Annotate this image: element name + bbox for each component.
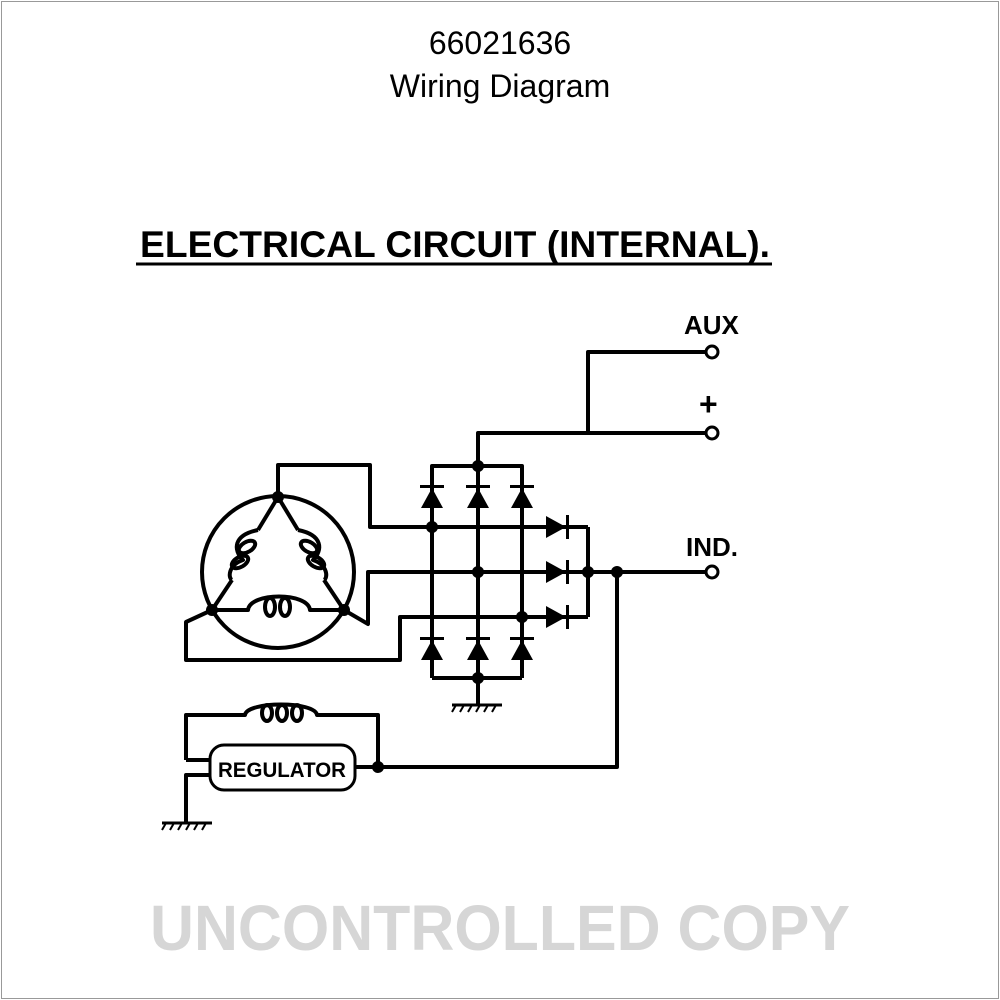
regulator-label: REGULATOR xyxy=(218,759,346,782)
stator-winding xyxy=(200,491,356,650)
diode-icon xyxy=(510,637,534,660)
battery-wire xyxy=(476,431,706,466)
diode-icon xyxy=(466,637,490,660)
diode-icon xyxy=(420,637,444,660)
diode-icon xyxy=(546,515,569,539)
diode-icon xyxy=(546,560,569,584)
ground-icon xyxy=(161,821,212,831)
regulator-sense-wire xyxy=(378,572,619,769)
diagram-subtitle: Wiring Diagram xyxy=(389,68,611,104)
ind-label: IND. xyxy=(686,532,738,562)
aux-label: AUX xyxy=(684,310,740,340)
ind-terminal xyxy=(704,564,720,580)
diode-icon xyxy=(510,485,534,508)
diode-icon xyxy=(466,485,490,508)
plus-label: + xyxy=(699,386,718,422)
diode-icon xyxy=(420,485,444,508)
plus-terminal xyxy=(704,425,720,441)
part-number-title: 66021636 xyxy=(428,25,572,61)
regulator-box: REGULATOR xyxy=(208,743,357,792)
aux-terminal xyxy=(704,344,720,360)
circuit-heading: ELECTRICAL CIRCUIT (INTERNAL). xyxy=(140,224,770,265)
field-coil xyxy=(184,702,380,767)
diode-icon xyxy=(546,605,569,629)
watermark: UNCONTROLLED COPY xyxy=(150,892,850,964)
aux-wire xyxy=(586,350,706,433)
rectifier-diodes xyxy=(420,485,569,660)
phase-wire-1 xyxy=(276,463,588,529)
